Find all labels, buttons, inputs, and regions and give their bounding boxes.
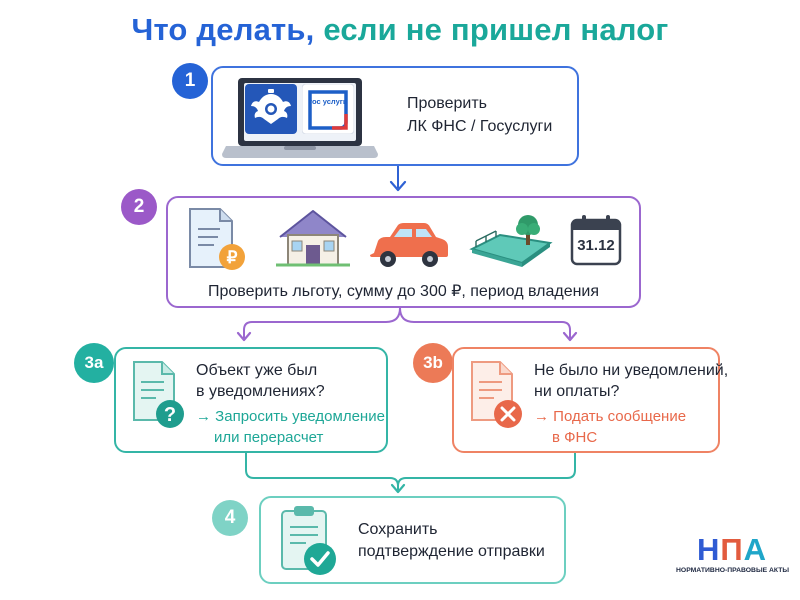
page-title: Что делать, если не пришел налог [0,12,800,48]
npa-logo-subtitle: НОРМАТИВНО-ПРАВОВЫЕ АКТЫ [676,567,790,574]
arrow-3a-to-4 [245,453,399,487]
step-1-badge: 1 [172,63,208,99]
step-2-text: Проверить льготу, сумму до 300 ₽, период… [207,283,600,300]
title-part-1: Что делать, [131,12,315,47]
step-3b-badge: 3b [413,343,453,383]
step-3a-line-2: в уведомлениях? [196,383,325,400]
arrow-head-2-to-3b [562,331,578,342]
clipboard-check-icon [281,506,336,575]
land-plot-icon [469,215,553,267]
step-4-badge: 4 [212,500,248,536]
arrow-2-to-3a [243,307,401,338]
step-3b-action-1: → Подать сообщение [534,408,687,425]
arrow-head-2-to-3a [236,331,252,342]
npa-logo-mark: НПА [676,532,788,567]
arrow-3b-to-4 [397,453,576,490]
step-4-line-1: Сохранить [358,521,438,538]
step-3b-line-2: ни оплаты? [534,383,620,400]
logo-letter-p: П [720,532,744,567]
calendar-date: 31.12 [577,237,615,254]
document-question-icon: ? [133,361,184,428]
npa-logo: НПА НОРМАТИВНО-ПРАВОВЫЕ АКТЫ [676,532,790,579]
arrow-2-to-3b [399,307,571,338]
step-3a-action-2: или перерасчет [214,429,324,446]
car-icon [370,223,448,267]
svg-text:₽: ₽ [227,248,238,267]
calendar-icon [570,215,622,266]
step-3a-line-1: Объект уже был [196,362,318,379]
logo-letter-n: Н [696,532,721,567]
step-1-line-1: Проверить [407,95,488,112]
house-icon [276,210,350,267]
arrow-head-1-to-2 [389,180,407,192]
title-part-2: если не пришел налог [323,12,669,47]
svg-text:?: ? [164,404,176,426]
gosuslugi-icon [302,84,354,134]
document-cross-icon [471,361,522,428]
gos-logo-text: гос услуги [309,97,348,106]
arrow-head-to-4 [390,483,406,494]
step-3a-action-1: → Запросить уведомление [196,408,385,425]
step-3b-action-2: в ФНС [552,429,598,446]
step-3a-badge: 3a [74,343,114,383]
step-2-badge: 2 [121,189,157,225]
russian-emblem-icon [245,84,297,134]
step-3b-line-1: Не было ни уведомлений, [534,362,729,379]
tax-document-ruble-icon: ₽ [189,208,245,270]
logo-letter-a: А [743,532,768,567]
step-1-line-2: ЛК ФНС / Госуслуги [407,118,553,135]
step-4-line-2: подтверждение отправки [358,543,545,560]
